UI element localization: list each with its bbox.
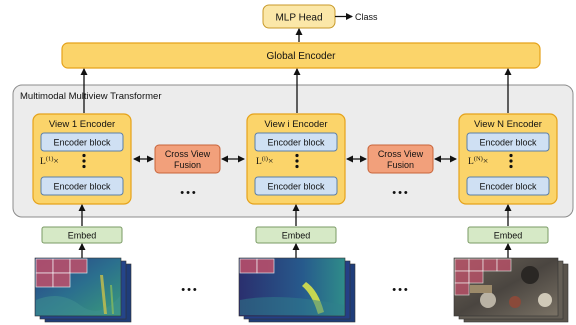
cross-view-fusion-1 (154, 144, 221, 174)
embedi-label: Embed (282, 231, 311, 241)
embedN-label: Embed (494, 231, 523, 241)
viewi-encoder: View i Encoder Encoder block L(i)× Encod… (246, 113, 346, 205)
global-encoder-box (61, 42, 541, 69)
view1-vertical-ellipsis (82, 153, 86, 169)
viewN-encoder-title: View N Encoder (474, 119, 542, 130)
viewN-encoder-block-bottom (466, 176, 550, 196)
inputs-ellipsis-right: ••• (392, 284, 410, 296)
fusion1-line1: Cross View (165, 149, 211, 159)
viewN-encoder: View N Encoder Encoder block L(N)× Encod… (458, 113, 558, 205)
input-viewi-spectrogram (238, 257, 356, 323)
view1-block-bottom-label: Encoder block (53, 182, 111, 192)
viewi-repeat-label: L(i)× (256, 156, 273, 168)
view1-encoder-title: View 1 Encoder (49, 119, 115, 130)
panel-ellipsis-right: ••• (392, 187, 410, 199)
fusion2-line2: Fusion (387, 160, 414, 170)
view1-repeat-label: L(1)× (40, 156, 59, 168)
input-view1-spectrogram (34, 257, 132, 323)
viewN-repeat-label: L(N)× (468, 156, 488, 168)
class-output-label: Class (355, 12, 378, 22)
inputs-ellipsis-left: ••• (181, 284, 199, 296)
input-viewN-photo (453, 257, 569, 323)
global-encoder-label: Global Encoder (267, 51, 337, 62)
viewN-block-top-label: Encoder block (479, 138, 537, 148)
view1-block-top-label: Encoder block (53, 138, 111, 148)
view1-encoder-block-top (40, 132, 124, 152)
viewN-encoder-block-top (466, 132, 550, 152)
cross-view-fusion-2 (367, 144, 434, 174)
viewi-encoder-block-top (254, 132, 338, 152)
viewi-vertical-ellipsis (295, 153, 299, 169)
viewN-block-bottom-label: Encoder block (479, 182, 537, 192)
view1-encoder: View 1 Encoder Encoder block L(1)× Encod… (32, 113, 132, 205)
fusion1-line2: Fusion (174, 160, 201, 170)
fusion2-line1: Cross View (378, 149, 424, 159)
mlp-head-label: MLP Head (275, 13, 322, 24)
viewi-block-bottom-label: Encoder block (267, 182, 325, 192)
viewN-vertical-ellipsis (509, 153, 513, 169)
viewi-block-top-label: Encoder block (267, 138, 325, 148)
panel-ellipsis-left: ••• (180, 187, 198, 199)
viewi-encoder-block-bottom (254, 176, 338, 196)
view1-encoder-block-bottom (40, 176, 124, 196)
viewi-encoder-title: View i Encoder (264, 119, 327, 130)
transformer-title: Multimodal Multiview Transformer (20, 91, 161, 102)
embed1-label: Embed (68, 231, 97, 241)
